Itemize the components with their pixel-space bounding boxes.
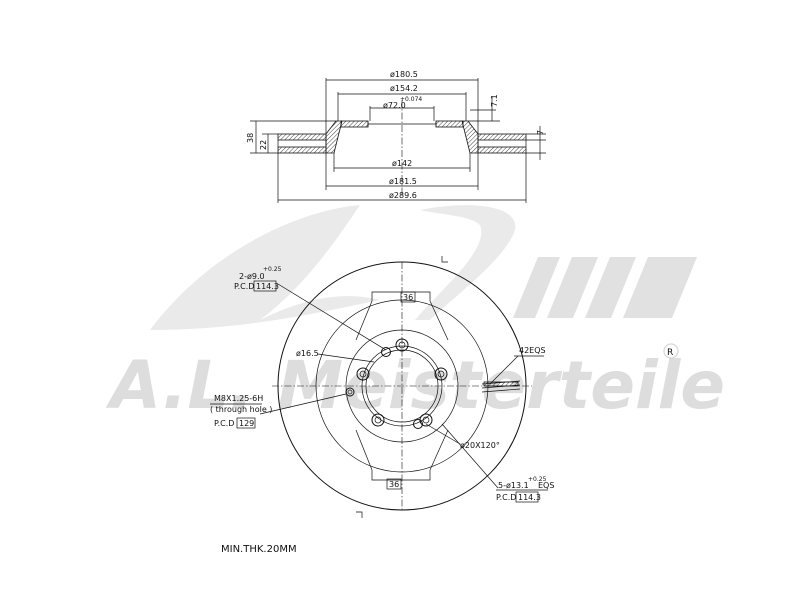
- dim-total-height: 38: [246, 133, 255, 143]
- pin-hole-1: [381, 347, 391, 357]
- pin-holes-tol: +0.25: [263, 266, 282, 273]
- dim-inner-ring: ø142: [392, 159, 412, 168]
- pcd-thread-value: 129: [239, 419, 254, 428]
- vane-cutaway: [481, 380, 521, 393]
- dim-disc-diameter: ø289.6: [389, 191, 417, 200]
- bolt-hole-4: [371, 413, 385, 427]
- threaded-hole: [345, 387, 355, 397]
- center-bore: [365, 349, 439, 423]
- pcd-pin-label: P.C.D: [234, 282, 254, 291]
- watermark-text: A.L. Meisterteile: [105, 347, 725, 424]
- bolt-holes-suffix: EQS: [538, 481, 554, 490]
- bolt-holes-label: 5-ø13.1: [498, 481, 529, 490]
- pcd-bolt-label: P.C.D: [496, 493, 516, 502]
- pcd-bolt-value: 114.3: [518, 493, 541, 502]
- bolt-hole-1: [395, 338, 409, 352]
- bolt-holes-tol: +0.25: [528, 476, 547, 483]
- section-view: ø180.5 ø154.2 ø72.0 +0.074 7.1 7 38 22: [246, 70, 546, 203]
- registered-mark: R: [667, 348, 673, 358]
- bolt-hole-2: [434, 367, 448, 381]
- angle-36-top: 36: [403, 293, 413, 302]
- thread-note: ( through hole ): [210, 405, 272, 414]
- pcd-thread-label: P.C.D: [214, 419, 234, 428]
- thread-label: M8X1.25-6H: [214, 394, 263, 403]
- dim-outer-top: ø180.5: [390, 70, 418, 79]
- dim-hat-top: ø154.2: [390, 84, 418, 93]
- watermark-logo: A.L. Meisterteile R: [105, 205, 725, 424]
- dim-disc-thickness: 22: [259, 140, 268, 150]
- min-thickness-note: MIN.THK.20MM: [221, 544, 297, 555]
- bolt-hole-5: [356, 367, 370, 381]
- dim-center-bore: ø72.0: [383, 101, 406, 110]
- counterbore-label: ø20X120°: [460, 441, 500, 450]
- spot-face-label: ø16.5: [296, 349, 319, 358]
- dim-outer-bottom: ø181.5: [389, 177, 417, 186]
- pcd-pin-value: 114.3: [256, 282, 279, 291]
- disc-outer-edge: [277, 261, 527, 511]
- dim-center-bore-tol: +0.074: [400, 96, 422, 103]
- hat-outline: [345, 329, 459, 443]
- vanes-label: 42EQS: [519, 346, 546, 355]
- face-view: 2-ø9.0 +0.25 P.C.D 114.3 ø16.5 M8X1.25-6…: [210, 256, 554, 518]
- dim-cheek: 7: [536, 130, 545, 135]
- center-bore-chamfer: [361, 345, 443, 427]
- pin-holes-label: 2-ø9.0: [239, 272, 265, 281]
- dim-hat-depth: 7.1: [490, 94, 499, 107]
- pin-hole-2: [413, 419, 423, 429]
- angle-36-bottom: 36: [389, 480, 399, 489]
